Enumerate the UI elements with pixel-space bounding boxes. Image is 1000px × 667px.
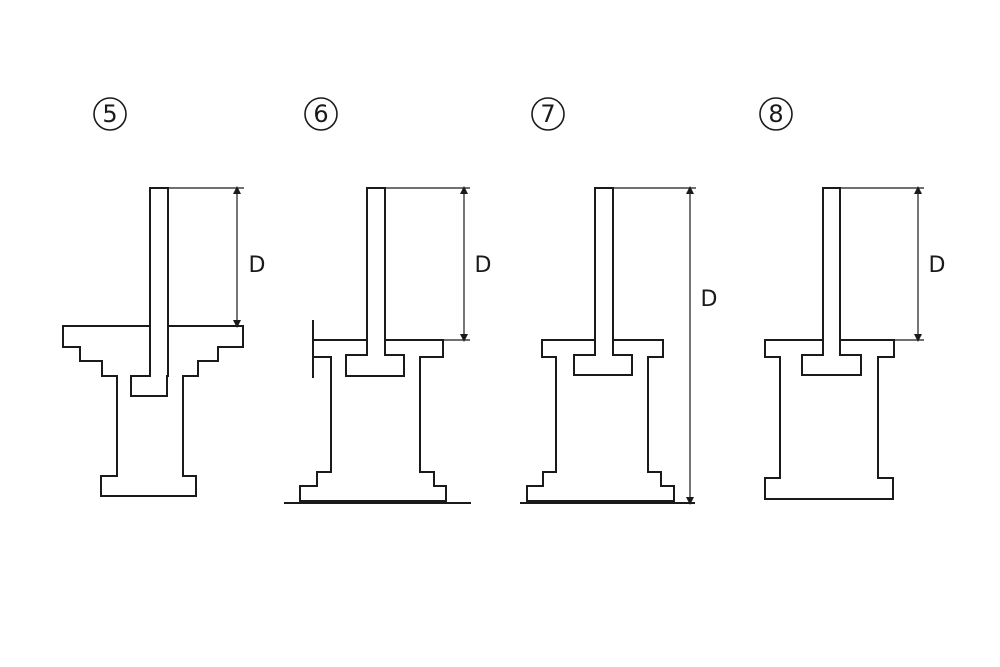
figure-8-dimension-label: D: [929, 253, 946, 278]
figure-7-inner-stem: [573, 340, 633, 376]
figure-6-number: 6: [313, 100, 328, 128]
figure-7: 7 D: [520, 97, 718, 505]
figure-6-number-badge: 6: [304, 97, 338, 131]
figure-8-inner-stem: [801, 340, 862, 376]
figure-8: 8 D: [759, 97, 946, 500]
figure-5-dimension: D: [168, 186, 266, 328]
figure-7-dimension: D: [613, 186, 718, 505]
figure-5-outline: [62, 187, 244, 497]
figure-6-dimension: D: [385, 186, 492, 342]
figure-6-outline: [299, 187, 447, 502]
figure-8-number: 8: [768, 100, 783, 128]
figure-6-dimension-label: D: [475, 253, 492, 278]
figure-8-outline: [764, 187, 895, 500]
figure-8-number-badge: 8: [759, 97, 793, 131]
figure-5: 5 D: [62, 97, 266, 497]
figure-7-number: 7: [540, 100, 555, 128]
figure-5-number-badge: 5: [93, 97, 127, 131]
figure-6-inner-stem: [345, 340, 405, 377]
figure-5-dimension-label: D: [249, 253, 266, 278]
figure-5-number: 5: [102, 100, 117, 128]
figure-5-inner-stem: [130, 326, 169, 397]
figure-7-outline: [526, 187, 675, 502]
figure-6: 6 D: [284, 97, 492, 504]
figure-8-dimension: D: [840, 186, 946, 342]
figure-7-number-badge: 7: [531, 97, 565, 131]
figure-7-dimension-label: D: [701, 287, 718, 312]
